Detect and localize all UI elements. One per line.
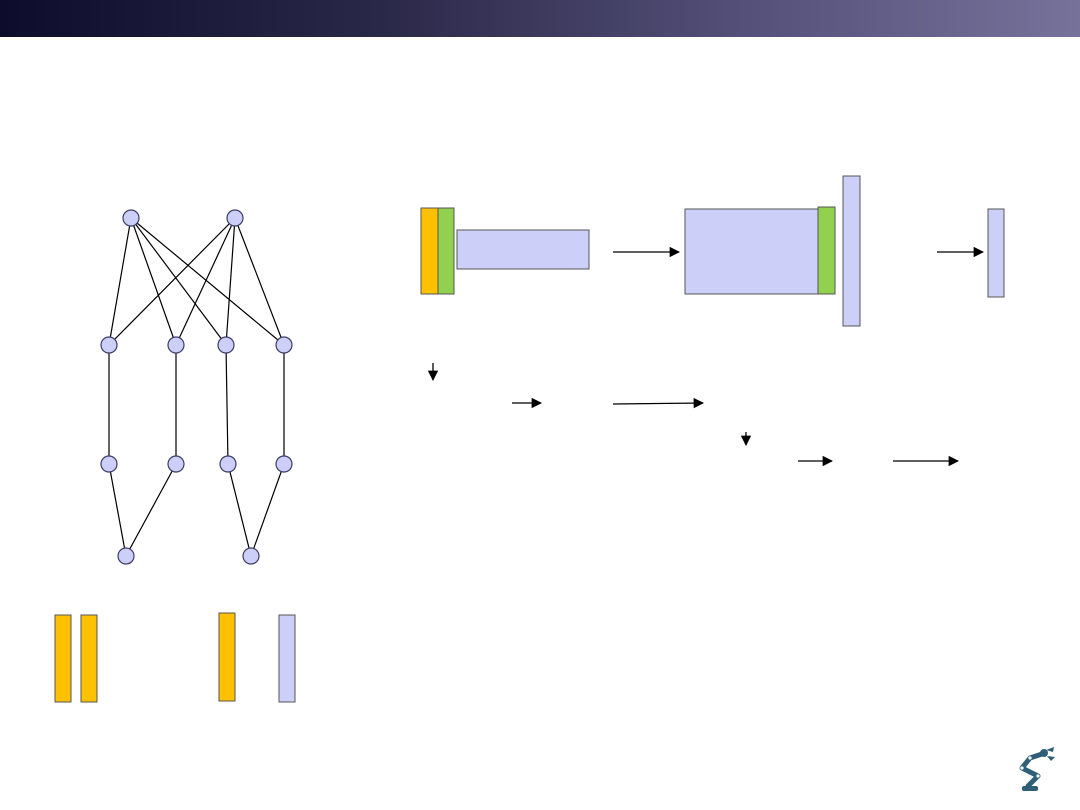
orange-bar [54,614,72,703]
graph-edge [108,217,236,346]
pipeline-arrows [427,246,985,467]
orange-bar [80,614,98,703]
robot-arm-logo-icon [1019,747,1055,791]
graph-node [275,455,293,473]
graph-node [167,455,185,473]
graph-edge [125,463,177,557]
pipeline [420,175,1005,327]
middle-lavender-block [684,208,819,295]
graph-edge [108,463,127,557]
graph-node [117,547,135,565]
input-lavender-block [456,229,590,270]
graph-node [100,455,118,473]
graph-edge [175,217,236,346]
graph-node [217,336,235,354]
output-lavender-bar [987,208,1005,298]
graph-edge [108,217,132,346]
graph-edge [130,217,285,346]
arrow [612,397,705,409]
tall-lavender-bar [842,175,861,327]
slide-title-bar [0,0,1080,37]
graph-node [275,336,293,354]
lavender-bar [278,614,296,703]
graph-edge [225,344,229,465]
graph-edge [130,217,177,346]
graph-node [242,547,260,565]
input-orange-block [420,207,439,295]
graph-edges [108,217,285,557]
graph-node [219,455,237,473]
input-green-block [437,207,455,295]
graph-edge [250,463,285,557]
graph-edge [234,217,285,346]
middle-green-block [817,206,836,295]
graph-edge [130,217,227,346]
graph-edge [227,463,252,557]
graph-node [122,209,140,227]
graph-node [167,336,185,354]
graph-nodes [100,209,293,565]
orange-bar [218,612,236,702]
graph-node [226,209,244,227]
graph-edge [225,217,236,346]
graph-node [100,336,118,354]
bottom-bars [54,612,296,703]
